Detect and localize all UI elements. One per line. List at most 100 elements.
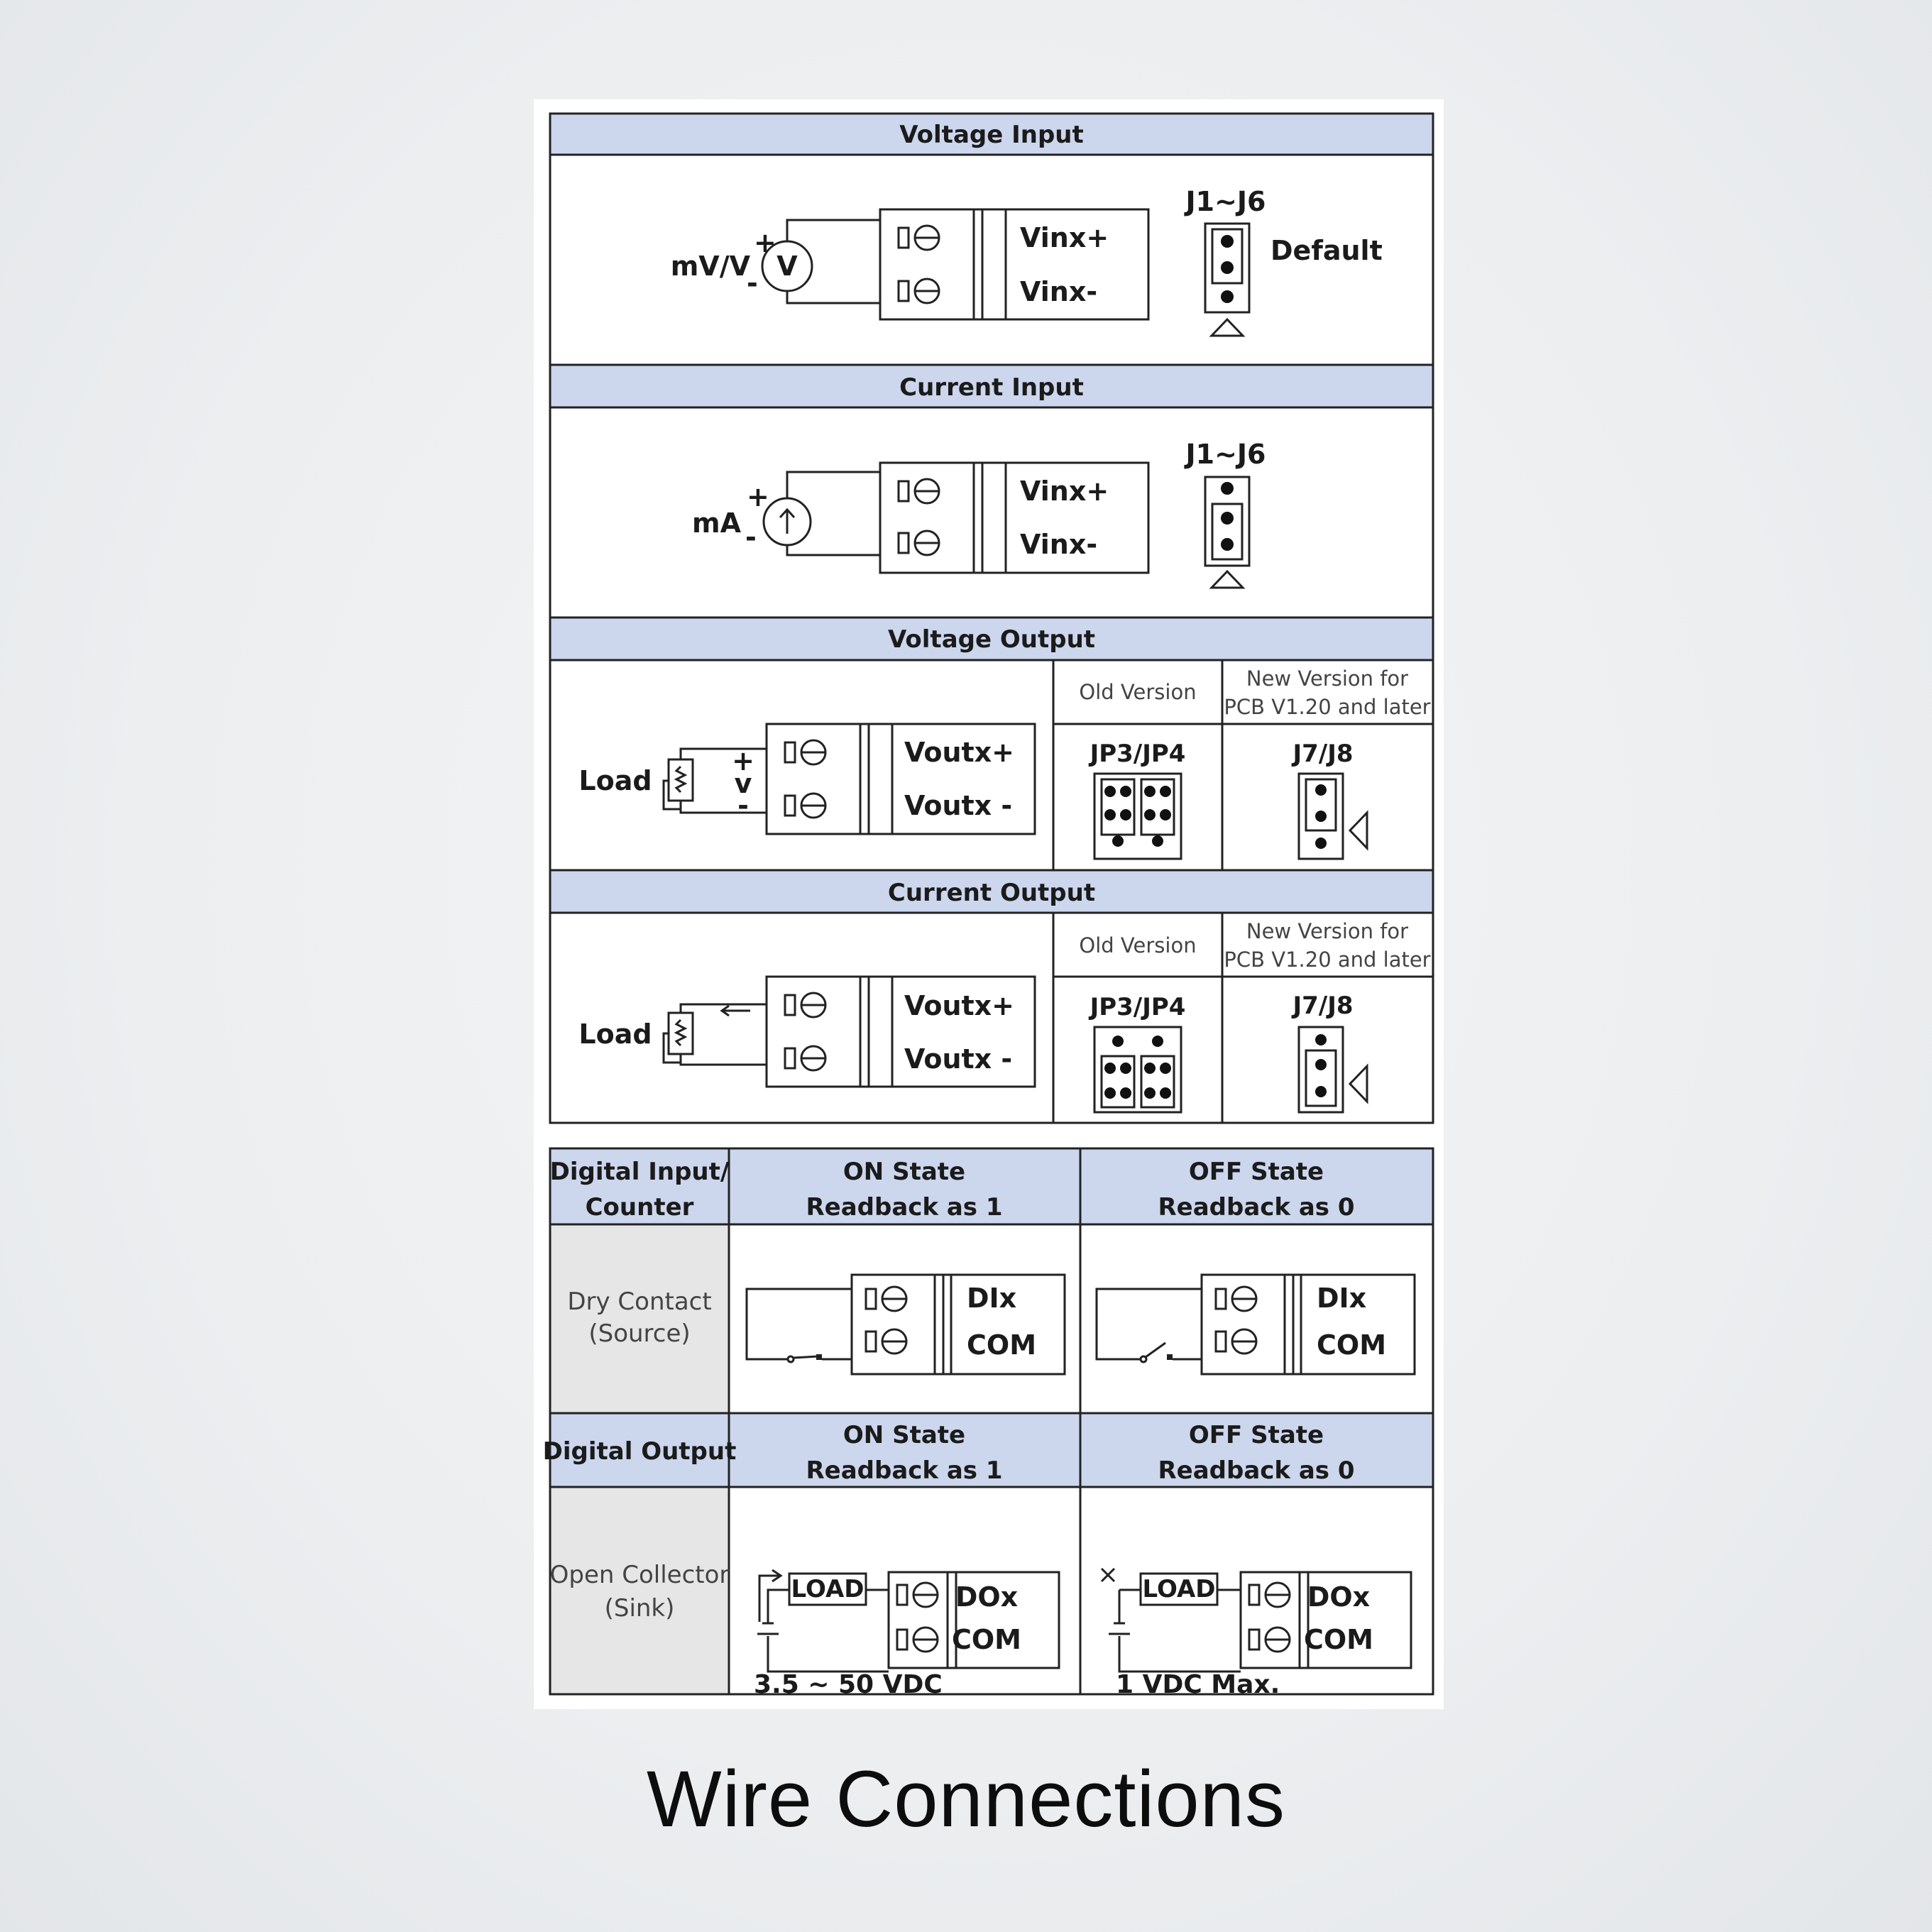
old-jumper-label: JP3/JP4 — [1089, 993, 1186, 1021]
voltage-output-header — [549, 616, 1434, 662]
terminal-do: DOx — [955, 1581, 1018, 1613]
screw-terminal-icon — [865, 1285, 908, 1312]
screw-terminal-icon — [1214, 1328, 1258, 1355]
new-jumper-label: J7/J8 — [1291, 740, 1353, 768]
screw-terminal-icon — [784, 1045, 827, 1072]
screw-terminal-icon — [897, 224, 940, 251]
open-collector-label: Open Collector — [550, 1561, 730, 1589]
old-jumper-label: JP3/JP4 — [1089, 740, 1186, 768]
screw-terminal-icon — [897, 529, 940, 556]
terminal-vin-minus: Vinx- — [1020, 276, 1097, 307]
screw-terminal-icon — [1214, 1285, 1258, 1312]
old-version-label: Old Version — [1079, 680, 1196, 704]
voltage-output-section: Voltage Output Old Version New Version f… — [549, 616, 1434, 872]
output-plus-sign: + — [732, 745, 754, 776]
voltage-source-label: mV/V — [671, 251, 751, 282]
voltage-source-symbol: V — [776, 251, 798, 282]
voltage-input-jumper-label: J1~J6 — [1184, 186, 1266, 217]
di-off-state-label: OFF State — [1189, 1158, 1324, 1186]
di-on-wire — [745, 1288, 852, 1361]
screw-terminal-icon — [784, 792, 827, 819]
screw-terminal-icon — [897, 278, 940, 304]
output-v-label: v — [735, 768, 752, 799]
screw-terminal-icon — [784, 739, 827, 766]
do-on-state-label: ON State — [843, 1421, 965, 1449]
terminal-com: COM — [1317, 1329, 1386, 1361]
page-caption: Wire Connections — [647, 1755, 1285, 1843]
wiring-sheet: Voltage Input V mV/V + - Vinx+ Vinx- J1~… — [534, 99, 1444, 1709]
voltage-output-title: Voltage Output — [888, 625, 1095, 654]
voltage-plus-sign: + — [754, 227, 776, 258]
screw-terminal-icon — [865, 1328, 908, 1355]
do-off-load-label: LOAD — [1143, 1575, 1216, 1603]
load-resistor-icon — [667, 1011, 694, 1055]
terminal-do: DOx — [1307, 1581, 1370, 1613]
di-on-readback-label: Readback as 1 — [806, 1193, 1002, 1222]
open-collector-sub-label: (Sink) — [605, 1594, 675, 1623]
voltage-input-section: Voltage Input V mV/V + - Vinx+ Vinx- J1~… — [549, 112, 1434, 366]
dry-contact-sub-label: (Source) — [588, 1319, 690, 1348]
closed-switch-icon — [793, 1355, 818, 1359]
di-off-wire — [1095, 1288, 1202, 1361]
voltage-input-title: Voltage Input — [899, 121, 1084, 149]
pin1-triangle-icon — [1348, 810, 1368, 851]
do-on-wire — [767, 1636, 889, 1673]
terminal-vin-plus: Vinx+ — [1020, 476, 1109, 507]
current-output-section: Current Output Old Version New Version f… — [549, 869, 1434, 1124]
terminal-vout-minus: Voutx - — [904, 1043, 1012, 1075]
new-version-label-line1: New Version for — [1246, 919, 1408, 943]
terminal-di: DIx — [1317, 1283, 1366, 1314]
do-on-readback-label: Readback as 1 — [806, 1456, 1002, 1485]
terminal-vout-minus: Voutx - — [904, 790, 1012, 821]
new-version-label-line2: PCB V1.20 and later — [1224, 695, 1430, 719]
terminal-com: COM — [1304, 1624, 1373, 1655]
load-label: Load — [578, 765, 652, 796]
screw-terminal-icon — [784, 992, 827, 1019]
pin1-triangle-icon — [1209, 569, 1246, 589]
terminal-vout-plus: Voutx+ — [904, 990, 1014, 1021]
screw-terminal-icon — [896, 1626, 939, 1653]
digital-output-header: Digital Output — [543, 1437, 737, 1466]
pin1-triangle-icon — [1209, 317, 1246, 337]
terminal-com: COM — [967, 1329, 1036, 1361]
terminal-com: COM — [952, 1624, 1021, 1655]
old-version-label: Old Version — [1079, 933, 1196, 957]
terminal-vout-plus: Voutx+ — [904, 737, 1014, 768]
on-arrow-icon — [758, 1574, 781, 1622]
current-minus-sign: - — [745, 522, 757, 553]
screw-terminal-icon — [897, 478, 940, 505]
load-label: Load — [578, 1019, 652, 1050]
terminal-vin-minus: Vinx- — [1020, 529, 1097, 560]
current-source-label: mA — [692, 507, 742, 539]
load-resistor-icon — [667, 758, 694, 802]
wire-connections-diagram: Voltage Input V mV/V + - Vinx+ Vinx- J1~… — [543, 112, 1434, 1699]
voltage-minus-sign: - — [747, 268, 758, 299]
current-input-jumper-label: J1~J6 — [1184, 439, 1266, 470]
screw-terminal-icon — [896, 1581, 939, 1608]
voltage-source-icon — [761, 240, 813, 292]
digital-input-header-row — [550, 1148, 1433, 1224]
output-minus-sign: - — [737, 790, 749, 821]
current-input-title: Current Input — [899, 373, 1084, 402]
pin1-triangle-icon — [1348, 1063, 1368, 1104]
current-plus-sign: + — [747, 481, 769, 512]
open-switch-icon — [1145, 1341, 1166, 1359]
digital-input-header: Digital Input/ — [550, 1158, 730, 1186]
current-input-section: Current Input mA + - Vinx+ Vinx- J1~J6 — [549, 363, 1434, 619]
digital-output-header-row — [550, 1413, 1433, 1487]
new-jumper-label: J7/J8 — [1291, 992, 1353, 1020]
di-off-readback-label: Readback as 0 — [1158, 1193, 1354, 1222]
current-output-title: Current Output — [888, 879, 1095, 907]
do-on-load-label: LOAD — [791, 1575, 865, 1603]
digital-input-header-line2: Counter — [586, 1193, 694, 1222]
do-off-state-label: OFF State — [1189, 1421, 1324, 1449]
do-off-wire — [1118, 1636, 1241, 1673]
digital-io-table: Digital Input/ Counter ON State Readback… — [543, 1147, 1434, 1699]
terminal-di: DIx — [967, 1283, 1016, 1314]
new-version-label-line2: PCB V1.20 and later — [1224, 948, 1430, 972]
new-version-label-line1: New Version for — [1246, 666, 1408, 691]
do-off-supply-label: 1 VDC Max. — [1116, 1670, 1280, 1699]
terminal-vin-plus: Vinx+ — [1020, 222, 1109, 253]
dry-contact-label: Dry Contact — [567, 1288, 711, 1316]
current-input-header — [549, 363, 1434, 409]
